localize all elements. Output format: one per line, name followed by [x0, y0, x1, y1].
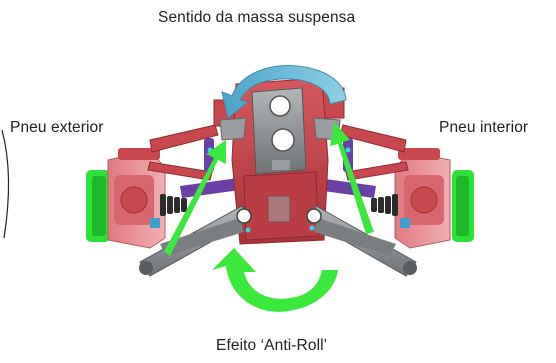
anti-roll-effect-label: Efeito ‘Anti-Roll’ — [216, 337, 328, 354]
left-diagonal-arrow-icon — [164, 140, 226, 256]
curved-arrow-clockwise-icon — [212, 248, 338, 312]
sprung-mass-direction-label: Sentido da massa suspensa — [158, 9, 356, 26]
curved-arrow-counterclockwise-icon — [221, 65, 347, 119]
lower-arms — [139, 205, 417, 277]
green-force-arrows — [164, 122, 374, 256]
upper-arms — [147, 124, 409, 181]
inner-tire-label: Pneu interior — [439, 119, 529, 136]
outer-tire-label: Pneu exterior — [10, 119, 104, 136]
right-diagonal-arrow-icon — [330, 122, 374, 234]
outer-tire-outline — [1, 129, 10, 239]
right-wheel-hub — [371, 148, 474, 249]
left-wheel-hub — [86, 148, 187, 249]
